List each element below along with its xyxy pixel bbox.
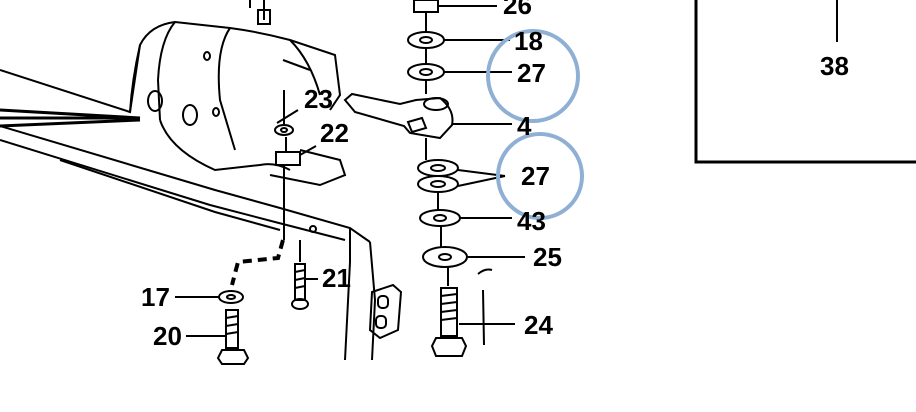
callout-43: 43 [517, 206, 546, 236]
left-leader-lines [0, 108, 141, 128]
bolt-21 [291, 240, 309, 310]
callout-23: 23 [304, 84, 333, 114]
callout-26: 26 [503, 0, 532, 20]
callout-21: 21 [322, 263, 351, 293]
top-stud [249, 0, 271, 25]
callout-20: 20 [153, 321, 182, 351]
clip-23-22 [274, 90, 301, 240]
callout-27-lower: 27 [521, 161, 550, 191]
callout-24: 24 [524, 310, 553, 340]
callout-18: 18 [514, 26, 543, 56]
callout-25: 25 [533, 242, 562, 272]
dashed-leader [230, 239, 285, 286]
callout-4: 4 [517, 111, 532, 141]
frame-bracket [0, 20, 403, 361]
highlight-circle-27-upper [486, 29, 580, 123]
right-stack [343, 0, 493, 357]
highlight-circle-27-lower [496, 132, 584, 220]
bolt-20-washer-17 [216, 290, 250, 365]
callout-27-upper: 27 [517, 58, 546, 88]
callout-38: 38 [820, 51, 849, 81]
reference-box-38 [694, 0, 916, 164]
callout-22: 22 [320, 118, 349, 148]
callout-17: 17 [141, 282, 170, 312]
